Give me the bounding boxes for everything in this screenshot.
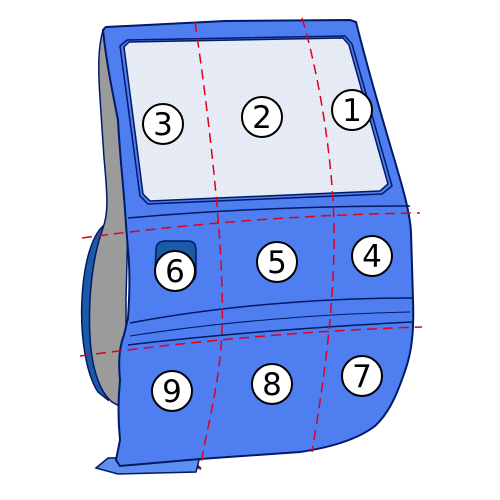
svg-text:3: 3 (153, 107, 173, 143)
zone-dividers (79, 17, 423, 471)
divider-horizontal-lower (79, 326, 423, 357)
belt-line-crease (127, 205, 411, 219)
lower-crease-mid (129, 311, 411, 337)
divider-horizontal-upper (81, 212, 421, 239)
zone-marker-4: 4 (351, 235, 393, 277)
zone-marker-5: 5 (256, 241, 298, 283)
svg-text:8: 8 (262, 367, 282, 403)
zone-marker-9: 9 (151, 370, 193, 412)
lower-crease-upper (129, 297, 413, 324)
svg-text:9: 9 (162, 374, 182, 410)
svg-text:1: 1 (342, 93, 362, 129)
divider-vertical-right (301, 17, 335, 453)
lower-crease-lower (127, 321, 413, 346)
svg-text:4: 4 (362, 239, 382, 275)
zone-marker-2: 2 (241, 96, 283, 138)
divider-vertical-left (194, 21, 224, 471)
zone-marker-6: 6 (154, 250, 196, 292)
zone-marker-8: 8 (251, 363, 293, 405)
window-frame (119, 35, 393, 205)
zone-marker-1: 1 (331, 89, 373, 131)
svg-text:7: 7 (352, 359, 372, 395)
zone-marker-7: 7 (341, 355, 383, 397)
svg-text:2: 2 (252, 100, 272, 136)
svg-text:5: 5 (267, 245, 287, 281)
zone-marker-3: 3 (142, 103, 184, 145)
svg-text:6: 6 (165, 254, 185, 290)
